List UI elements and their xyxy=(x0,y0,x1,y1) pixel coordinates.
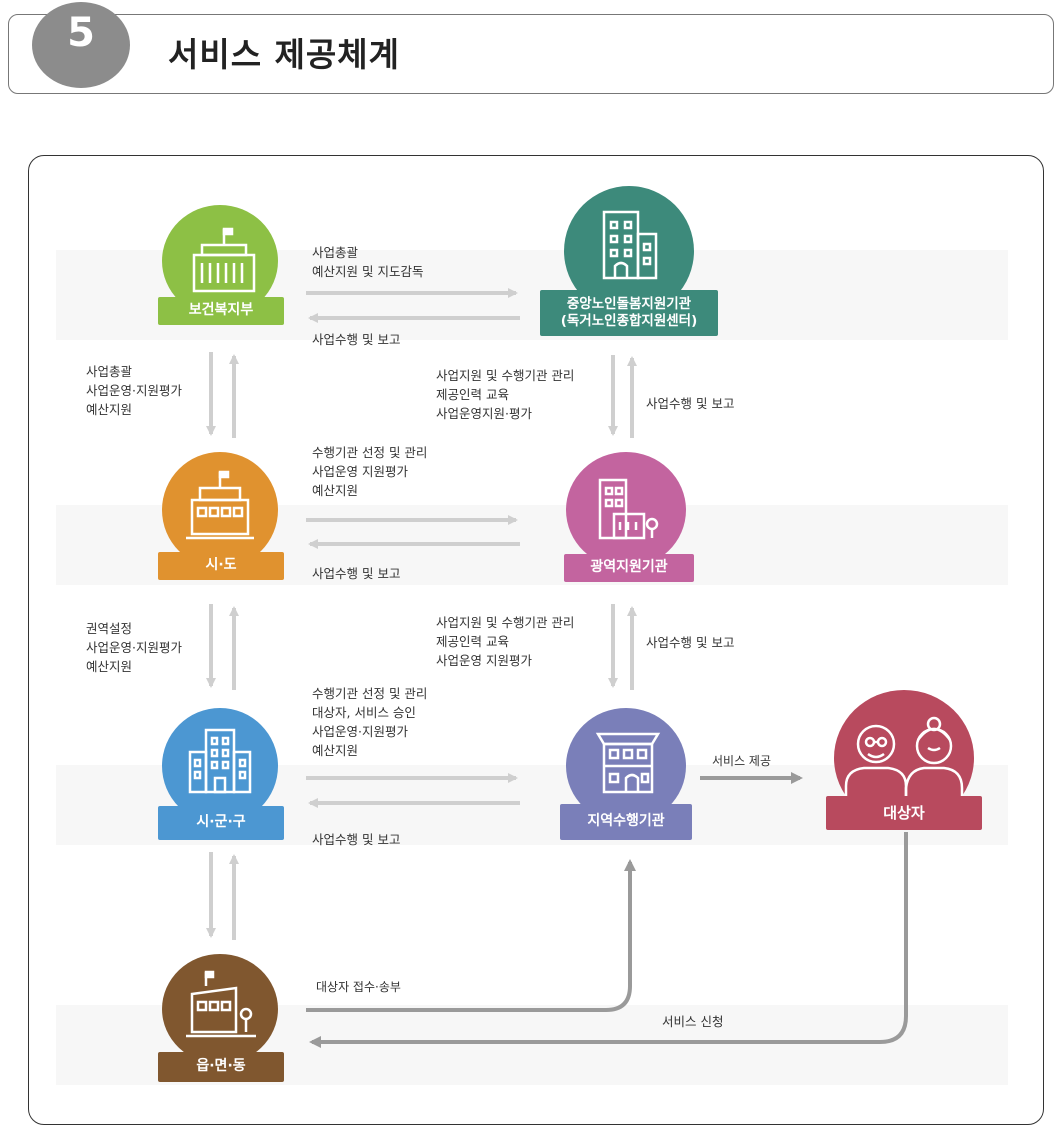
flow-label-town-to-local: 대상자 접수·송부 xyxy=(316,980,401,994)
central-label-line2: (독거노인종합지원센터) xyxy=(560,313,698,329)
city-label: 시·군·구 xyxy=(158,806,284,840)
arrow-beneficiary-to-town xyxy=(309,832,908,1048)
elderly-couple-icon xyxy=(844,716,964,802)
section-number: 5 xyxy=(67,10,95,56)
flow-label-city-to-local: 수행기관 선정 및 관리 대상자, 서비스 승인 사업운영·지원평가 예산지원 xyxy=(312,686,428,758)
flow-label-local-to-beneficiary: 서비스 제공 xyxy=(712,754,772,768)
government-building-icon xyxy=(192,227,256,293)
regional-office-icon xyxy=(598,478,659,540)
flow-label-province-to-city: 권역설정 사업운영·지원평가 예산지원 xyxy=(86,621,182,674)
flow-label-ministry-to-province: 사업총괄 사업운영·지원평가 예산지원 xyxy=(86,364,182,417)
section-number-badge: 5 xyxy=(32,2,130,88)
flow-label-central-to-ministry: 사업수행 및 보고 xyxy=(312,332,401,347)
ministry-label: 보건복지부 xyxy=(158,297,284,325)
flow-label-regional-to-central: 사업수행 및 보고 xyxy=(646,396,735,411)
flow-label-regional-to-local: 사업지원 및 수행기관 관리 제공인력 교육 사업운영 지원평가 xyxy=(436,615,575,668)
flow-label-central-to-regional: 사업지원 및 수행기관 관리 제공인력 교육 사업운영지원·평가 xyxy=(436,368,575,421)
flow-label-regional-to-province: 사업수행 및 보고 xyxy=(312,566,401,581)
central-label-line1: 중앙노인돌봄지원기관 xyxy=(566,296,692,313)
flow-label-local-to-regional: 사업수행 및 보고 xyxy=(646,635,735,650)
city-dome xyxy=(162,708,278,824)
section-header xyxy=(8,14,1054,94)
flow-label-beneficiary-to-town: 서비스 신청 xyxy=(662,1014,724,1029)
town-label: 읍·면·동 xyxy=(158,1052,284,1082)
province-label: 시·도 xyxy=(158,552,284,580)
office-building-icon xyxy=(602,210,658,280)
arrow-town-to-local xyxy=(306,859,636,1012)
apartment-icon xyxy=(188,728,252,794)
diagram-frame xyxy=(28,155,1044,1125)
flow-label-province-to-regional: 수행기관 선정 및 관리 사업운영 지원평가 예산지원 xyxy=(312,445,428,498)
town-dome xyxy=(162,954,278,1064)
regional-label: 광역지원기관 xyxy=(564,554,694,582)
community-center-icon xyxy=(186,970,256,1038)
central-label: 중앙노인돌봄지원기관 (독거노인종합지원센터) xyxy=(540,290,718,336)
beneficiary-label: 대상자 xyxy=(826,796,982,830)
local-label: 지역수행기관 xyxy=(560,804,692,840)
section-title: 서비스 제공체계 xyxy=(168,35,401,74)
flow-label-local-to-city: 사업수행 및 보고 xyxy=(312,832,401,847)
local-center-icon xyxy=(595,732,661,794)
city-hall-icon xyxy=(186,470,254,540)
flow-label-ministry-to-central: 사업총괄 예산지원 및 지도감독 xyxy=(312,245,424,279)
